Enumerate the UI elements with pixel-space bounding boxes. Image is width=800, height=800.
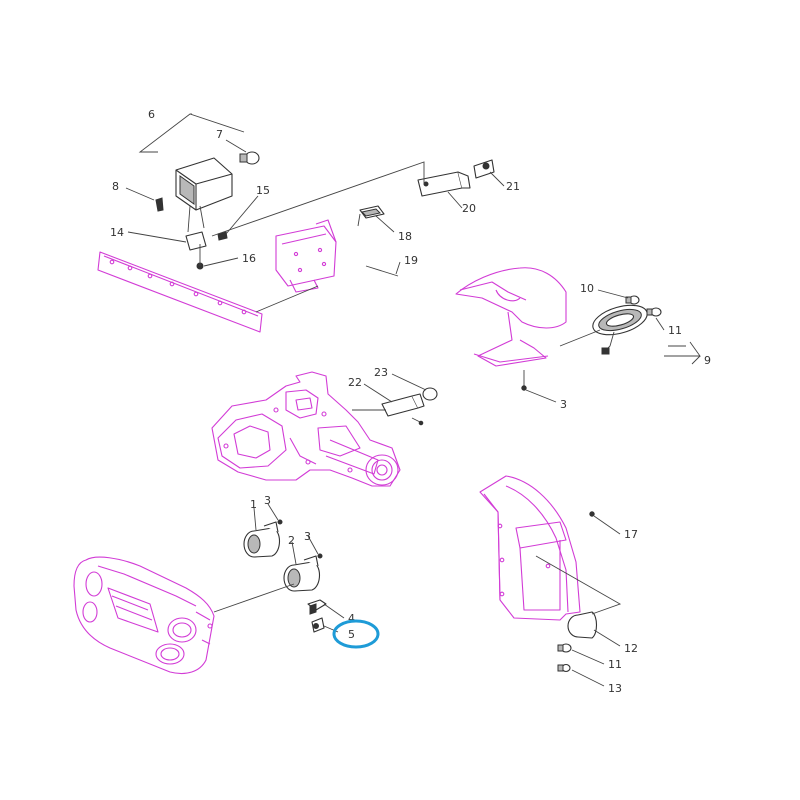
- callout-11-top: 11: [668, 324, 682, 337]
- beacon-assembly: [97, 151, 495, 333]
- side-fender: [479, 475, 581, 621]
- transmission-housing: [211, 371, 401, 487]
- bracket-14[interactable]: [185, 231, 207, 251]
- callout-1: 1: [250, 498, 257, 511]
- bulb-11-bottom[interactable]: [557, 643, 572, 653]
- callout-6: 6: [148, 108, 155, 121]
- callout-22: 22: [348, 376, 362, 389]
- fastener-5[interactable]: [311, 617, 325, 633]
- callout-7: 7: [216, 128, 223, 141]
- callout-12: 12: [624, 642, 638, 655]
- fastener-4[interactable]: [307, 599, 327, 615]
- callout-10: 10: [580, 282, 594, 295]
- callout-11-bottom: 11: [608, 658, 622, 671]
- callout-8: 8: [112, 180, 119, 193]
- callout-4: 4: [348, 612, 355, 625]
- callout-15: 15: [256, 184, 270, 197]
- callout-3-top: 3: [560, 398, 567, 411]
- callout-14: 14: [110, 226, 124, 239]
- cap-23[interactable]: [422, 387, 438, 401]
- callout-5: 5: [348, 628, 355, 641]
- callout-16: 16: [242, 252, 256, 265]
- bracket-22[interactable]: [381, 393, 425, 417]
- plate-lamp[interactable]: [357, 205, 385, 227]
- callout-13: 13: [608, 682, 622, 695]
- front-grille: [73, 556, 215, 675]
- work-lamp-2[interactable]: [283, 553, 323, 592]
- rear-fender: [455, 267, 567, 367]
- bracket-20[interactable]: [417, 171, 471, 197]
- leader-lines: [125, 113, 701, 687]
- rear-bulb-11[interactable]: [646, 307, 662, 317]
- callout-3-lamp2: 3: [304, 530, 311, 543]
- beacon-lamp[interactable]: [175, 157, 233, 233]
- callout-labels: 6 7 8 15 14 16 18 19 20 21 10 11 9 3 22 …: [110, 108, 711, 695]
- callout-17: 17: [624, 528, 638, 541]
- rear-bulb-10[interactable]: [625, 295, 640, 305]
- callout-21: 21: [506, 180, 520, 193]
- highlight-ring: [332, 619, 380, 649]
- switch-21[interactable]: [473, 159, 495, 179]
- bulb-13[interactable]: [557, 663, 571, 673]
- callout-18: 18: [398, 230, 412, 243]
- rear-lamp[interactable]: [590, 300, 651, 355]
- callout-19: 19: [404, 254, 418, 267]
- screw-15[interactable]: [217, 231, 228, 241]
- callout-3-lamp1: 3: [264, 494, 271, 507]
- plate-holder: [275, 219, 337, 293]
- work-lamp-1[interactable]: [243, 519, 283, 558]
- callout-2: 2: [288, 534, 295, 547]
- callout-23: 23: [374, 366, 388, 379]
- rear-fender-assembly: [455, 267, 662, 391]
- rod-19[interactable]: [365, 265, 399, 277]
- marker-lamp-12[interactable]: [567, 611, 598, 639]
- beacon-bulb[interactable]: [239, 151, 260, 165]
- clip[interactable]: [155, 197, 164, 212]
- callout-20: 20: [462, 202, 476, 215]
- callout-9: 9: [704, 354, 711, 367]
- mounting-plate: [97, 251, 263, 333]
